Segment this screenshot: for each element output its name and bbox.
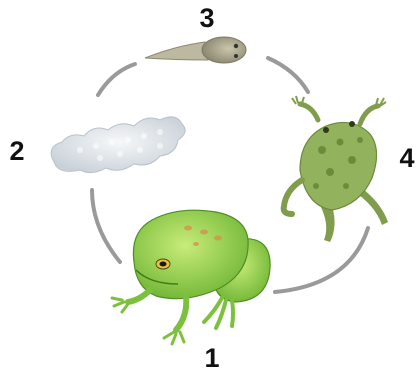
adult-frog-icon [112, 210, 270, 344]
tadpole-icon [145, 37, 246, 63]
arc-spawn-to-tadpole [98, 64, 135, 95]
arc-tadpole-to-froglet [268, 58, 308, 92]
stage-number-1: 1 [197, 345, 227, 372]
arc-adult-to-spawn [92, 190, 120, 262]
frog-spawn-icon [51, 117, 185, 173]
arc-froglet-to-adult [275, 228, 368, 292]
stage-number-2: 2 [2, 138, 32, 165]
froglet-icon [284, 96, 388, 242]
stage-number-4: 4 [392, 145, 420, 172]
stage-number-3: 3 [192, 5, 222, 32]
